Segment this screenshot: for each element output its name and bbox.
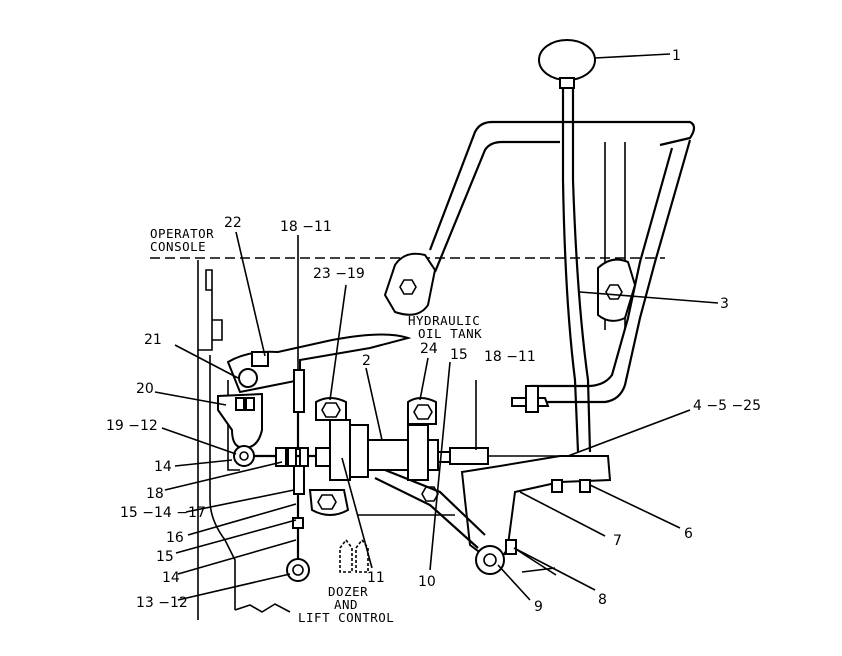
dozer-caption-line2: AND bbox=[334, 597, 358, 612]
callout-20: 20 bbox=[136, 381, 154, 397]
callout-6: 6 bbox=[684, 526, 693, 542]
control-valve bbox=[329, 419, 439, 481]
callout-21: 21 bbox=[144, 332, 162, 348]
leader-lines bbox=[154, 53, 719, 601]
callout-2: 2 bbox=[362, 353, 371, 369]
callout-4-5-25: 4 −5 −25 bbox=[693, 398, 761, 414]
lift-control-linkage bbox=[339, 538, 369, 573]
callout-14-upper: 14 bbox=[154, 459, 172, 475]
dozer-caption-line3: LIFT CONTROL bbox=[298, 610, 394, 625]
callout-3: 3 bbox=[720, 296, 729, 312]
callout-14-lower: 14 bbox=[162, 570, 180, 586]
control-lever bbox=[538, 39, 596, 453]
operator-console-caption-line1: OPERATOR bbox=[150, 226, 214, 241]
spool-rod bbox=[437, 447, 560, 465]
upper-left-bracket bbox=[383, 252, 437, 316]
callout-10: 10 bbox=[418, 574, 436, 590]
callout-9: 9 bbox=[534, 599, 543, 615]
bell-crank bbox=[460, 455, 612, 576]
callout-15-lower: 15 bbox=[156, 549, 174, 565]
callout-19-12: 19 −12 bbox=[106, 418, 158, 434]
callout-11: 11 bbox=[367, 570, 385, 586]
operator-console-caption-line2: CONSOLE bbox=[150, 239, 206, 254]
callout-15-upper: 15 bbox=[450, 347, 468, 363]
callout-13-12: 13 −12 bbox=[136, 595, 188, 611]
mount-bracket bbox=[511, 385, 550, 413]
callout-18-11-right: 18 −11 bbox=[484, 349, 536, 365]
hydraulic-oil-tank-caption-line1: HYDRAULIC bbox=[408, 313, 480, 328]
callout-22: 22 bbox=[224, 215, 242, 231]
callout-18: 18 bbox=[146, 486, 164, 502]
callout-1: 1 bbox=[672, 48, 681, 64]
hydraulic-oil-tank-caption-line2: OIL TANK bbox=[418, 326, 482, 341]
diagonal-link bbox=[374, 468, 486, 549]
callout-16: 16 bbox=[166, 530, 184, 546]
valve-flanges bbox=[308, 397, 439, 516]
left-linkage bbox=[217, 368, 331, 582]
callout-15-14-17: 15 −14 −17 bbox=[120, 505, 206, 521]
dozer-caption-line1: DOZER bbox=[328, 584, 368, 599]
tank-strap bbox=[226, 333, 412, 394]
callout-7: 7 bbox=[613, 533, 622, 549]
callout-8: 8 bbox=[598, 592, 607, 608]
callout-24: 24 bbox=[420, 341, 438, 357]
callout-18-11-upper: 18 −11 bbox=[280, 219, 332, 235]
callout-23-19: 23 −19 bbox=[313, 266, 365, 282]
right-bracket bbox=[597, 258, 637, 322]
